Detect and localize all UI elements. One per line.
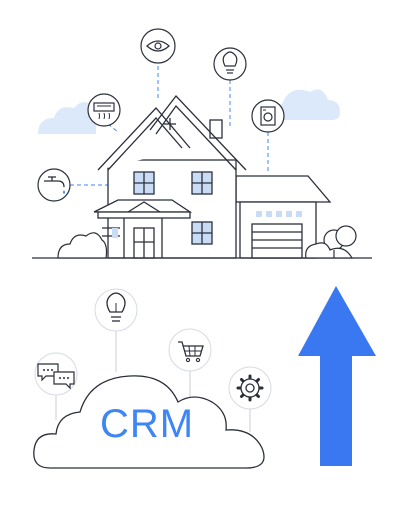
air-conditioner-icon: [87, 93, 121, 127]
chat-bubbles-icon: [34, 352, 78, 396]
eye-icon: [140, 28, 176, 64]
lightbulb-icon: [213, 47, 247, 81]
gear-icon: [228, 366, 272, 410]
shopping-cart-icon: [168, 328, 212, 372]
background-clouds: [38, 89, 340, 134]
water-tap-icon: [37, 168, 71, 202]
crm-connector-lines: [55, 330, 251, 432]
house: [32, 94, 372, 259]
bushes: [57, 225, 357, 259]
washing-machine-icon: [251, 99, 285, 133]
crm-cloud: [33, 375, 265, 469]
up-arrow-icon: [298, 286, 376, 466]
crm-label: CRM: [100, 402, 195, 446]
lightbulb-icon: [94, 288, 138, 332]
